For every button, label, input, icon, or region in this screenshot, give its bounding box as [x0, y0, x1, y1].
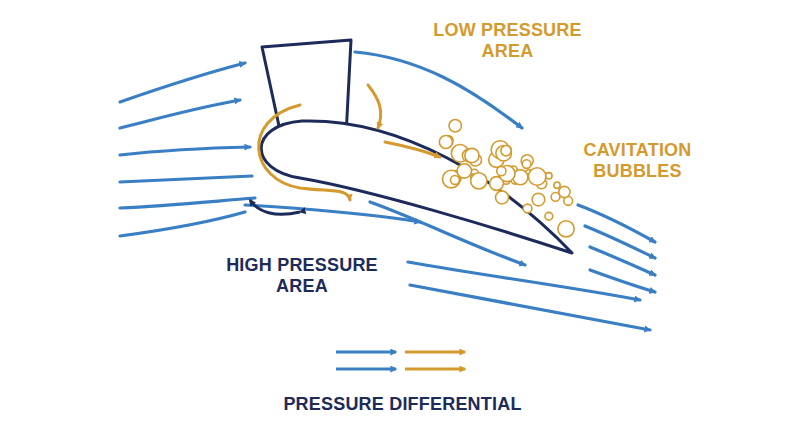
pressure-differential-arrows	[336, 352, 465, 369]
bubble	[496, 191, 509, 204]
flow-lines	[120, 52, 655, 330]
bubble	[465, 148, 479, 162]
bubble	[497, 167, 506, 176]
cavitation-label: CAVITATION BUBBLES	[575, 140, 700, 181]
bubble	[439, 135, 452, 148]
bubble	[449, 120, 461, 132]
cavitation-bubbles	[439, 120, 574, 237]
bubble	[522, 160, 531, 169]
bubble	[546, 173, 552, 179]
bubble	[457, 164, 471, 178]
high-pressure-arrow	[250, 200, 300, 214]
bubble	[523, 204, 532, 213]
high-pressure-label: HIGH PRESSURE AREA	[222, 255, 382, 296]
bubble	[559, 186, 570, 197]
low-pressure-label: LOW PRESSURE AREA	[425, 20, 590, 61]
bubble	[554, 182, 560, 188]
bubble	[496, 146, 512, 162]
bubble	[528, 168, 545, 185]
bubble	[471, 173, 487, 189]
bubble	[532, 193, 545, 206]
bubble	[451, 176, 460, 185]
bubble	[558, 221, 574, 237]
bubble	[545, 212, 553, 220]
pressure-differential-label: PRESSURE DIFFERENTIAL	[260, 394, 545, 415]
bubble	[501, 146, 511, 156]
pressure-arrows	[259, 85, 440, 200]
propeller-blade	[261, 40, 572, 253]
